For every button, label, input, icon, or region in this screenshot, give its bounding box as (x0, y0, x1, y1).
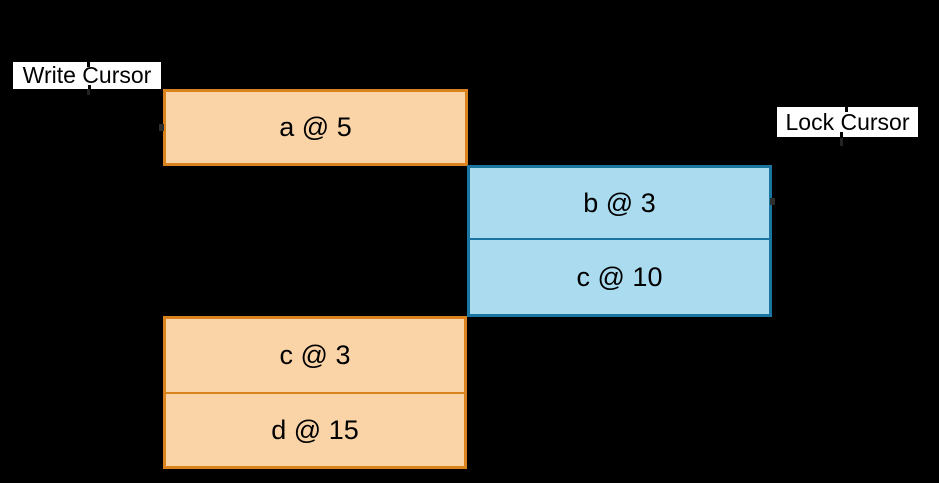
arrow-line-notch-top (845, 107, 848, 112)
write-cursor-label: Write Cursor (13, 62, 161, 89)
block-cell-b: b @ 3 (583, 187, 656, 218)
arrow-line-notch-bottom (840, 132, 843, 137)
block-cell-d: d @ 15 (271, 414, 359, 445)
lock-cursor-text: Lock Cursor (785, 108, 910, 135)
locked-block: b @ 3 c @ 10 (467, 165, 772, 317)
write-tail-block: c @ 3 d @ 15 (163, 316, 467, 469)
arrow-line-notch-bottom (88, 85, 91, 89)
lock-cursor-label: Lock Cursor (777, 107, 918, 137)
cell-divider (470, 238, 769, 240)
write-arrow-head (159, 124, 164, 131)
cell-divider (166, 392, 464, 394)
arrow-line-notch-top (87, 62, 90, 67)
write-head-block: a @ 5 (163, 89, 468, 166)
write-arrow-line-remnant (87, 89, 90, 95)
block-cell-c3: c @ 3 (279, 340, 351, 370)
lock-arrow-line-remnant (840, 138, 843, 146)
block-cell-a: a @ 5 (279, 112, 352, 142)
lock-arrow-head (770, 198, 775, 205)
block-cell-c10: c @ 10 (576, 261, 663, 292)
